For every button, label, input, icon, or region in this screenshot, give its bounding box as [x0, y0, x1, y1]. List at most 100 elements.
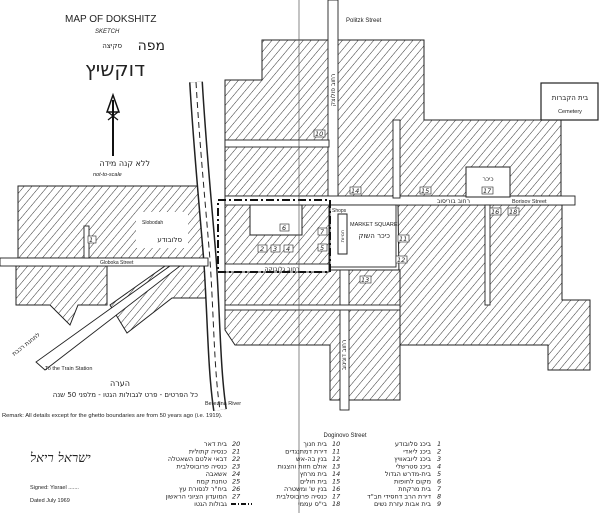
marker-3: 3 [273, 245, 277, 253]
legend-num: 6 [437, 478, 441, 486]
legend-num: 3 [437, 455, 441, 463]
slobodah-hebrew: סלובודע [157, 236, 182, 244]
marker-12: 12 [397, 256, 405, 264]
legend-item: אשאבה [206, 470, 227, 478]
market-square-hebrew: כיכר השוק [358, 232, 390, 240]
ghetto-boundary [217, 199, 331, 273]
legend-num: 26 [232, 485, 240, 493]
globoka-street [0, 257, 209, 267]
legend-item: ביכנ ליאדי [403, 448, 431, 456]
legend-item: ביכנ סלובודע [395, 440, 431, 448]
marker-18: 18 [509, 208, 517, 216]
legend-num: 2 [437, 448, 441, 456]
legend-item: בית מרקחת [398, 485, 431, 493]
sketch-label: SKETCH [95, 29, 120, 35]
legend-item: דירת הרב דחסידי חב"ד [367, 493, 431, 501]
ghetto-inner-yard [249, 204, 303, 236]
map-markers: 1 2 3 4 5 6 7 17 16 18 15 14 10 11 12 13 [87, 129, 520, 284]
marker-7: 7 [320, 228, 325, 236]
cemetery-label: Cemetery [558, 109, 582, 115]
legend-num: 25 [232, 478, 240, 486]
legend-num: 20 [232, 440, 240, 448]
legend-item: בית חולים [300, 478, 327, 486]
marker-4: 4 [286, 245, 290, 253]
hebrew-sketch-label: סקיצה [102, 42, 122, 50]
hebrew-map-label: מפה [138, 38, 165, 54]
cemetery-box [540, 82, 599, 121]
note-heading: הערה [110, 379, 130, 388]
legend-item: דבאי אלטם השאטלה [168, 455, 228, 463]
side-street-4 [224, 304, 401, 311]
legend-item: בית-מדרש הגדול [385, 470, 431, 478]
dated-label: Dated July 1969 [30, 498, 70, 504]
legend-num: 27 [232, 493, 241, 501]
legend-item: כנסיה פרובוסלבית [277, 493, 328, 501]
market-square-label: MARKET SQUARE [350, 222, 398, 228]
legend-num: 12 [332, 455, 340, 463]
globoka-street-hebrew: רחוב גלובוקה [264, 266, 299, 273]
shops-label: Shops [332, 208, 347, 214]
train-station-label: To the Train Station [45, 366, 92, 372]
shops-block [337, 213, 348, 255]
legend-ghetto-label: גבולות הגטו [194, 500, 227, 508]
legend-num: 22 [232, 455, 240, 463]
streets [0, 0, 599, 411]
marker-16: 16 [491, 208, 499, 216]
borisov-street-label: Borisov Street [512, 199, 547, 205]
hebrew-town-name: דוקשיץ [85, 57, 145, 81]
block-south [224, 269, 401, 401]
legend-item: בית מרחץ [300, 470, 328, 478]
marker-14: 14 [351, 187, 359, 195]
legend-item: מקום לחופות [394, 478, 431, 486]
legend-item: טחנת קמח [196, 478, 227, 486]
marker-10: 10 [315, 130, 323, 138]
legend-item: בנין ש' ומשטרה [284, 485, 327, 493]
legend-item: אולם חזות והצגות [278, 463, 327, 471]
doginovo-street-label: Doginovo Street [323, 433, 366, 439]
marker-2: 2 [260, 245, 264, 253]
signed-label: Signed: Yisrael ....... [30, 485, 79, 491]
marker-15: 15 [421, 187, 429, 195]
legend-num: 18 [332, 500, 340, 508]
legend-num: 17 [332, 493, 341, 501]
borisov-street-hebrew: רחוב בוריסוב [437, 198, 470, 205]
legend-item: דירת דמתנגדים [285, 448, 327, 456]
legend: 20 בית דאר 21 כנסיה קתולית 22 דבאי אלטם השאטל… [165, 440, 442, 508]
marker-1: 1 [89, 236, 93, 244]
slobodah-label: Slobodah [142, 220, 163, 226]
note-hebrew: כל הפרטים - פרט לגבולות הגטו - מלפני 50 … [53, 391, 199, 399]
legend-item: בית אבות עזרת נשים [374, 500, 431, 508]
handwritten-signature: ישראל ריאל [30, 451, 91, 466]
legend-num: 5 [437, 470, 441, 478]
legend-num: 16 [332, 485, 340, 493]
legend-item: כנסיה קתולית [189, 448, 228, 456]
scale-english: not-to-scale [93, 172, 122, 178]
legend-num: 14 [332, 470, 340, 478]
slobodah-label-bg [136, 212, 188, 248]
doginovo-street [339, 269, 350, 411]
block-southwest [15, 265, 108, 326]
legend-num: 9 [437, 500, 441, 508]
legend-item: בי"ס עממי [298, 500, 327, 508]
politzk-street-label: Politzk Street [346, 18, 382, 24]
legend-num: 23 [232, 463, 240, 471]
doginovo-street-hebrew: רחוב דוגינוב [341, 340, 348, 371]
legend-num: 11 [332, 448, 340, 456]
side-street-1 [224, 139, 330, 148]
kikar-label: כיכר [482, 176, 493, 183]
legend-item: בית דאר [204, 440, 227, 448]
cemetery-hebrew: בית הקברות [552, 94, 588, 102]
marker-11: 11 [399, 235, 407, 243]
train-station-hebrew: לתחנת רכבת [11, 331, 42, 357]
legend-num: 24 [232, 470, 240, 478]
town-blocks [15, 39, 591, 401]
marker-13: 13 [361, 276, 369, 284]
legend-item: ביכנ סטרשלי [396, 463, 431, 471]
legend-num: 7 [437, 485, 442, 493]
legend-num: 1 [437, 440, 441, 448]
legend-item: בית חנוך [303, 440, 327, 448]
